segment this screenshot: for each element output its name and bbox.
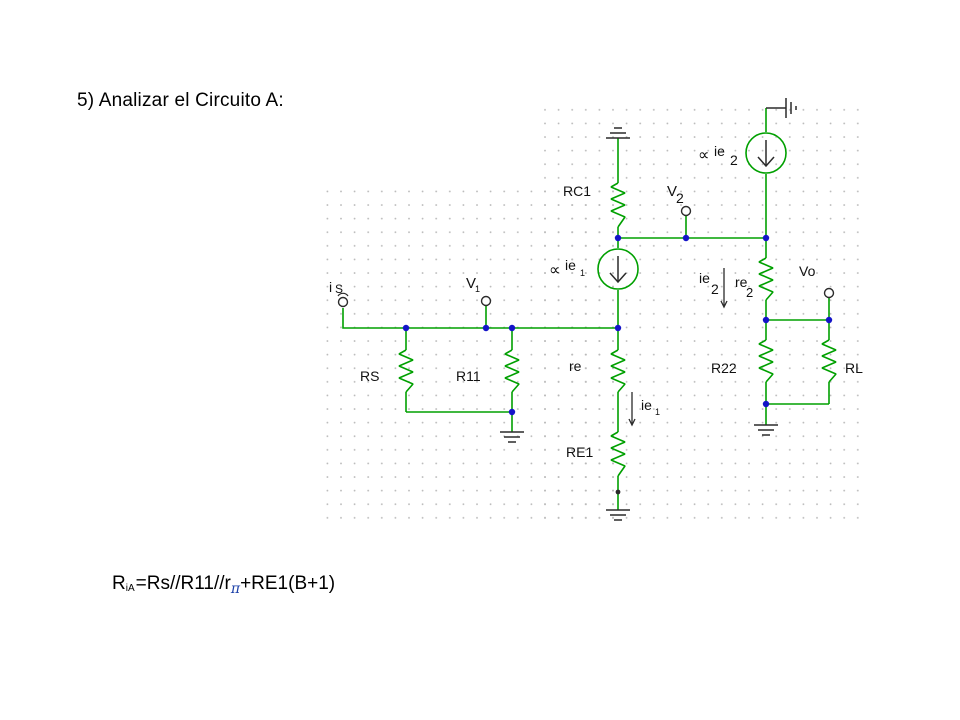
arrow-ie2 — [720, 268, 728, 309]
current-source-2 — [745, 132, 787, 174]
resistor-r22 — [758, 339, 774, 383]
formula-r: R — [112, 573, 126, 594]
label-r22: R22 — [711, 360, 737, 376]
resistor-re2 — [758, 257, 774, 301]
label-ie2: ie — [699, 270, 710, 286]
resistor-re1 — [610, 431, 626, 477]
ground-topright — [766, 98, 797, 118]
terminal-v1 — [480, 295, 492, 307]
label-rc1: RC1 — [563, 183, 591, 199]
ground-top — [606, 127, 630, 139]
label-src1: ie — [565, 257, 576, 273]
pi-symbol: π — [230, 581, 241, 597]
terminal-vo — [823, 287, 835, 299]
wires — [342, 108, 830, 510]
terminal-is — [337, 296, 349, 308]
wire-is — [342, 308, 618, 329]
terminal-v2 — [680, 205, 692, 217]
label-re2: re — [735, 274, 748, 290]
arrow-ie1 — [628, 392, 636, 427]
label-src1-prop: ∝ — [549, 262, 560, 279]
label-v1-sub: 1 — [475, 284, 480, 294]
current-source-1 — [597, 248, 639, 290]
grid-right — [540, 100, 870, 523]
resistor-rs — [398, 349, 414, 393]
label-ie1-sub: 1 — [655, 407, 660, 417]
current-arrows — [628, 268, 728, 427]
label-rl: RL — [845, 360, 863, 376]
label-src2-sub: 2 — [730, 152, 738, 168]
resistor-r11 — [504, 349, 520, 393]
label-v2: V — [667, 183, 677, 200]
resistor-rc1 — [610, 182, 626, 228]
label-is: i — [329, 279, 332, 295]
input-resistance-formula: RiA=Rs//R11//rπ+RE1(B+1) — [112, 573, 335, 597]
label-src2: ie — [714, 143, 725, 159]
label-re1: RE1 — [566, 444, 593, 460]
label-vo: Vo — [799, 263, 816, 279]
label-is-sub: S — [335, 282, 343, 296]
label-v2-sub: 2 — [676, 190, 684, 206]
label-src1-sub: 1 — [580, 268, 585, 278]
ground-r22 — [754, 424, 778, 436]
label-re2-sub: 2 — [746, 285, 753, 300]
label-ie1: ie — [641, 397, 652, 413]
ground-re1 — [606, 509, 630, 521]
ground-symbols — [500, 98, 797, 521]
junction-nodes — [402, 234, 833, 495]
label-re: re — [569, 358, 582, 374]
ground-r11 — [500, 431, 524, 443]
formula-left: =Rs//R11//r — [135, 573, 231, 594]
label-rs: RS — [360, 368, 379, 384]
label-r11: R11 — [456, 368, 481, 384]
section-heading: 5) Analizar el Circuito A: — [77, 90, 284, 111]
resistor-rl — [821, 339, 837, 383]
terminals — [337, 205, 835, 308]
label-src2-prop: ∝ — [698, 147, 709, 164]
resistor-re — [610, 349, 626, 393]
label-v1: V — [466, 275, 476, 292]
label-ie2-sub: 2 — [711, 281, 719, 297]
formula-subscript: iA — [125, 583, 135, 594]
formula-right: +RE1(B+1) — [240, 573, 336, 594]
